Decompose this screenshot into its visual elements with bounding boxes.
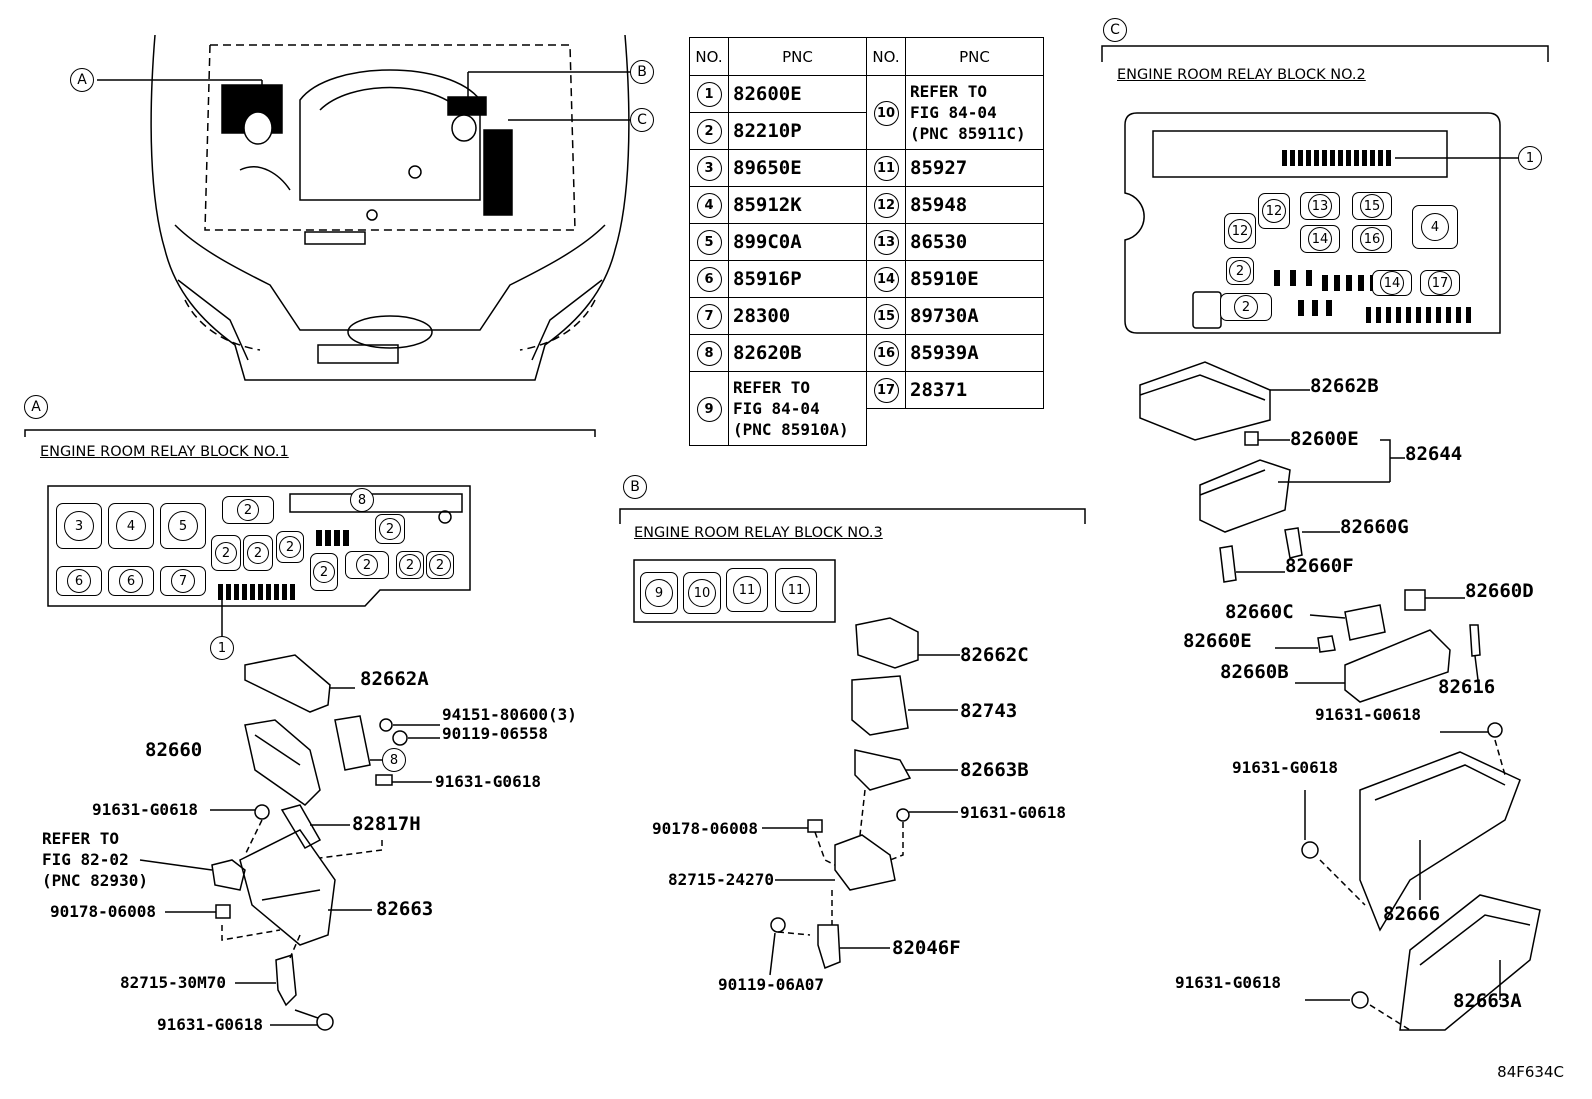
- table-cell-pnc: 85916P: [728, 260, 867, 298]
- callout-b-car: B: [630, 60, 654, 84]
- section-b-parts-art: [762, 617, 960, 976]
- table-cell-pnc: 89650E: [728, 149, 867, 187]
- table-cell-pnc: 899C0A: [728, 223, 867, 261]
- table-cell-pnc: 89730A: [905, 297, 1044, 335]
- fuse-bars-block-1: [218, 530, 349, 600]
- part-label: 82616: [1438, 676, 1496, 698]
- table-header-pnc-left: PNC: [728, 37, 867, 76]
- table-cell-pnc: 86530: [905, 223, 1044, 261]
- part-label: 91631-G0618: [1315, 705, 1421, 724]
- part-label: 82662B: [1310, 375, 1379, 397]
- part-label: 94151-80600(3): [442, 705, 577, 724]
- relay-block-2-outline: [1124, 112, 1501, 334]
- part-label: 90119-06A07: [718, 975, 824, 994]
- part-label: 82660F: [1285, 555, 1354, 577]
- part-label: 82743: [960, 700, 1018, 722]
- part-label: 82663B: [960, 759, 1029, 781]
- table-cell-pnc: 85910E: [905, 260, 1044, 298]
- part-label: 91631-G0618: [157, 1015, 263, 1034]
- figure-code: 84F634C: [1497, 1063, 1564, 1081]
- part-label: 82666: [1383, 903, 1441, 925]
- part-label: 91631-G0618: [1232, 758, 1338, 777]
- table-cell-pnc: 28371: [905, 371, 1044, 409]
- table-cell-pnc: 82620B: [728, 334, 867, 372]
- part-label: 90178-06008: [652, 819, 758, 838]
- part-label: 82660E: [1183, 630, 1252, 652]
- part-label: 82046F: [892, 937, 961, 959]
- part-label: 91631-G0618: [435, 772, 541, 791]
- part-label: 82662C: [960, 644, 1029, 666]
- callout-a-car: A: [70, 68, 94, 92]
- part-label: 82660: [145, 739, 203, 761]
- part-label: 82715-30M70: [120, 973, 226, 992]
- section-a-callout: A: [24, 395, 48, 419]
- part-label: 91631-G0618: [1175, 973, 1281, 992]
- part-label: 82663: [376, 898, 434, 920]
- part-label: 90178-06008: [50, 902, 156, 921]
- part-label: 90119-06558: [442, 724, 548, 743]
- section-a-parts-art: [139, 654, 440, 1031]
- section-b-title: ENGINE ROOM RELAY BLOCK NO.3: [634, 525, 883, 541]
- section-b-bracket: [619, 508, 1086, 524]
- table-header-no-left: NO.: [689, 37, 729, 76]
- part-label: 82660B: [1220, 661, 1289, 683]
- section-c-parts-art: [1139, 361, 1541, 1031]
- relay-block-1-outline: [47, 485, 471, 607]
- callout-c-car: C: [630, 108, 654, 132]
- refer-note-a: REFER TO FIG 82-02 (PNC 82930): [42, 829, 148, 890]
- pnc-table: NO. PNC NO. PNC 1 82600E 10 REFER TO FIG…: [689, 37, 1044, 446]
- section-a-title: ENGINE ROOM RELAY BLOCK NO.1: [40, 444, 289, 460]
- part-label: 82715-24270: [668, 870, 774, 889]
- section-c-callout: C: [1103, 18, 1127, 42]
- table-row: 2: [689, 112, 729, 150]
- section-c-title: ENGINE ROOM RELAY BLOCK NO.2: [1117, 67, 1366, 83]
- section-b-callout: B: [623, 475, 647, 499]
- part-label: 82600E: [1290, 428, 1359, 450]
- part-label: 82660C: [1225, 601, 1294, 623]
- part-label: 82660D: [1465, 580, 1534, 602]
- table-cell-pnc: 82600E: [728, 75, 867, 113]
- part-label: 91631-G0618: [960, 803, 1066, 822]
- table-cell-pnc: 85948: [905, 186, 1044, 224]
- table-header-pnc-right: PNC: [905, 37, 1044, 76]
- section-a-bracket: [24, 429, 596, 437]
- relay-block-3-outline: [633, 559, 836, 623]
- part-label: 82663A: [1453, 990, 1522, 1012]
- table-cell-pnc: REFER TO FIG 84-04 (PNC 85910A): [728, 371, 867, 446]
- table-cell-pnc: REFER TO FIG 84-04 (PNC 85911C): [905, 75, 1044, 150]
- section-c-bracket: [1101, 45, 1549, 62]
- table-cell-pnc: 82210P: [728, 112, 867, 150]
- part-label: 82662A: [360, 668, 429, 690]
- table-cell-pnc: 28300: [728, 297, 867, 335]
- part-label: 91631-G0618: [92, 800, 198, 819]
- table-cell-pnc: 85927: [905, 149, 1044, 187]
- part-label: 82817H: [352, 813, 421, 835]
- part-label: 82660G: [1340, 516, 1409, 538]
- table-row: 1: [689, 75, 729, 113]
- part-label: 82644: [1405, 443, 1463, 465]
- table-header-no-right: NO.: [866, 37, 906, 76]
- table-cell-pnc: 85912K: [728, 186, 867, 224]
- car-front-view: [97, 34, 630, 381]
- table-cell-pnc: 85939A: [905, 334, 1044, 372]
